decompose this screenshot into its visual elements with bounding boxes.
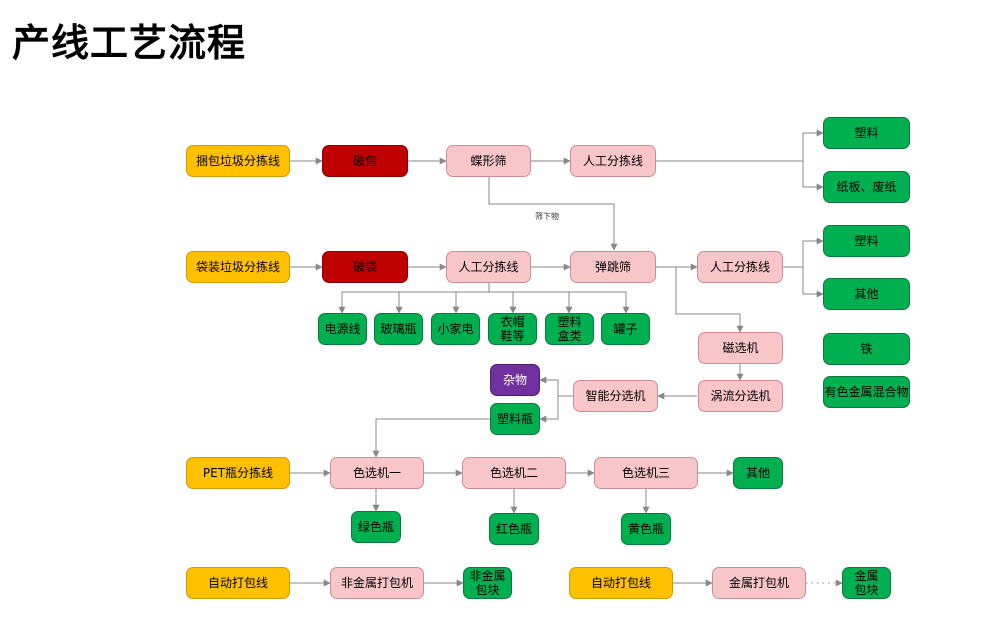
node-out-paper[interactable]: 纸板、废纸 — [823, 171, 910, 203]
node-out-glass[interactable]: 玻璃瓶 — [374, 313, 423, 345]
node-out-iron[interactable]: 铁 — [823, 333, 910, 365]
edge-right-to-other1 — [802, 267, 824, 298]
edge-trommel-undersize — [488, 177, 618, 251]
node-out-yellow-bottle[interactable]: 黄色瓶 — [621, 513, 671, 545]
node-trommel[interactable]: 蝶形筛 — [446, 145, 531, 177]
node-color-sort-3[interactable]: 色选机三 — [594, 457, 698, 489]
page-title: 产线工艺流程 — [12, 21, 247, 65]
node-metal-baler[interactable]: 金属打包机 — [712, 567, 806, 599]
node-bag-line[interactable]: 袋装垃圾分拣线 — [186, 251, 290, 283]
node-out-other-2[interactable]: 其他 — [733, 457, 783, 489]
node-out-appliance[interactable]: 小家电 — [431, 313, 480, 345]
edge-fan-cable — [338, 283, 490, 314]
node-auto-pack-2[interactable]: 自动打包线 — [569, 567, 673, 599]
node-out-cable[interactable]: 电源线 — [318, 313, 367, 345]
node-out-nonmetal-block[interactable]: 非金属 包块 — [463, 567, 512, 599]
node-out-plastic-1[interactable]: 塑料 — [823, 117, 910, 149]
edge-smart-to-plasticbottle — [539, 396, 559, 423]
node-manual-sort-top[interactable]: 人工分拣线 — [570, 145, 656, 177]
node-bale-line[interactable]: 捆包垃圾分拣线 — [186, 145, 290, 177]
node-color-sort-2[interactable]: 色选机二 — [462, 457, 566, 489]
node-break-bale[interactable]: 破包 — [322, 145, 408, 177]
edge-right-to-plastic2 — [783, 237, 824, 268]
node-manual-sort-right[interactable]: 人工分拣线 — [697, 251, 783, 283]
edge-bounce-to-magnetic — [675, 267, 744, 333]
node-auto-pack-1[interactable]: 自动打包线 — [186, 567, 290, 599]
node-out-metal-block[interactable]: 金属 包块 — [842, 567, 891, 599]
node-out-can[interactable]: 罐子 — [601, 313, 650, 345]
node-manual-sort-mid[interactable]: 人工分拣线 — [446, 251, 531, 283]
node-nonmetal-baler[interactable]: 非金属打包机 — [330, 567, 424, 599]
node-bounce-screen[interactable]: 弹跳筛 — [570, 251, 656, 283]
node-out-plastic-bottle[interactable]: 塑料瓶 — [490, 403, 540, 435]
node-pet-line[interactable]: PET瓶分拣线 — [186, 457, 290, 489]
node-smart-sort[interactable]: 智能分选机 — [573, 380, 658, 412]
node-break-bag[interactable]: 破袋 — [322, 251, 408, 283]
edge-manual-to-plastic1 — [656, 129, 824, 162]
edge-smart-to-sundries — [539, 376, 573, 397]
node-eddy[interactable]: 涡流分选机 — [698, 380, 783, 412]
node-out-clothes[interactable]: 衣帽 鞋等 — [488, 313, 537, 345]
edge-manual-to-paper — [802, 161, 824, 191]
node-color-sort-1[interactable]: 色选机一 — [330, 457, 424, 489]
node-out-green-bottle[interactable]: 绿色瓶 — [351, 511, 401, 543]
node-out-nonferrous[interactable]: 有色金属混合物 — [823, 376, 910, 408]
edge-fan-plasticbox — [513, 291, 573, 314]
edge-plasticbottle-to-color1 — [372, 418, 490, 458]
node-out-plastic-box[interactable]: 塑料 盒类 — [545, 313, 594, 345]
node-out-red-bottle[interactable]: 红色瓶 — [489, 513, 539, 545]
edge-fan-clothes — [489, 291, 517, 314]
node-out-sundries[interactable]: 杂物 — [490, 364, 540, 396]
node-out-other-1[interactable]: 其他 — [823, 278, 910, 310]
undersize-label: 筛下物 — [535, 212, 559, 221]
node-magnetic[interactable]: 磁选机 — [698, 332, 783, 364]
node-out-plastic-2[interactable]: 塑料 — [823, 225, 910, 257]
edge-fan-can — [569, 291, 630, 314]
